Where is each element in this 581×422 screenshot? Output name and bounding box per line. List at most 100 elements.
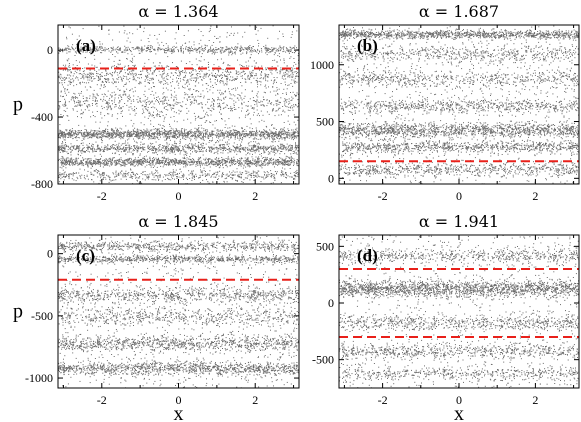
scatter-point [58,150,60,152]
scatter-point [118,59,120,61]
scatter-point [178,149,180,151]
scatter-point [241,131,243,133]
scatter-point [228,139,230,141]
scatter-point [221,75,223,77]
scatter-point [120,69,122,71]
scatter-point [180,73,181,75]
scatter-point [150,114,152,116]
scatter-point [264,133,266,135]
scatter-point [272,131,274,133]
scatter-point [250,73,252,75]
scatter-point [255,156,257,158]
scatter-point [188,46,190,48]
scatter-point [159,98,161,100]
scatter-point [98,77,100,78]
scatter-point [162,93,164,95]
scatter-point [127,65,129,67]
scatter-point [136,47,138,49]
scatter-point [78,48,80,50]
scatter-point [96,75,98,77]
scatter-point [83,47,85,49]
scatter-point [271,146,273,148]
scatter-point [127,132,129,134]
scatter-point [102,131,104,133]
scatter-point [146,135,148,137]
scatter-point [114,99,116,101]
scatter-point [95,66,97,68]
scatter-point [271,133,273,135]
scatter-point [195,99,197,101]
scatter-point [246,53,248,55]
scatter-point [208,108,210,110]
scatter-point [103,84,105,86]
scatter-point [63,134,65,136]
scatter-point [179,102,181,104]
scatter-point [84,67,86,69]
scatter-point [275,131,277,133]
scatter-point [73,132,75,134]
scatter-point [106,101,108,103]
scatter-point [105,146,107,148]
scatter-point [239,47,241,49]
scatter-point [150,143,152,145]
scatter-point [178,78,179,79]
scatter-point [201,145,203,147]
scatter-point [253,146,255,148]
scatter-point [241,99,243,101]
scatter-point [166,151,168,153]
scatter-point [170,97,172,99]
scatter-point [264,136,266,138]
scatter-point [256,80,258,82]
scatter-point [138,138,139,140]
scatter-point [174,87,176,89]
scatter-point [260,27,262,29]
scatter-point [189,137,191,139]
scatter-point [179,131,181,133]
scatter-point [244,89,246,91]
scatter-point [245,61,247,63]
scatter-point [100,164,102,166]
scatter-point [111,108,113,110]
scatter-point [92,115,94,116]
scatter-point [198,50,200,52]
scatter-point [99,130,101,132]
scatter-point [204,147,206,149]
scatter-point [136,151,138,153]
scatter-point [106,102,108,104]
scatter-point [245,114,247,116]
scatter-point [240,82,242,83]
scatter-point [67,136,69,138]
scatter-point [265,125,267,127]
scatter-point [270,150,272,152]
scatter-point [274,59,276,61]
scatter-point [251,47,252,49]
scatter-point [198,151,200,153]
scatter-point [260,155,262,157]
scatter-point [287,84,289,86]
scatter-point [227,108,229,109]
scatter-point [110,106,111,108]
scatter-point [267,148,269,149]
scatter-point [63,105,65,107]
scatter-point [209,150,210,152]
scatter-point [135,134,137,135]
scatter-point [103,107,105,109]
scatter-point [214,52,216,54]
scatter-point [273,150,275,152]
scatter-point [191,46,192,48]
scatter-point [180,70,182,72]
scatter-point [207,76,209,78]
scatter-point [253,131,255,133]
scatter-point [258,146,260,148]
scatter-point [170,147,172,149]
scatter-point [223,98,225,100]
scatter-point [270,132,272,134]
scatter-point [276,89,278,91]
scatter-point [273,136,275,137]
scatter-point [179,138,181,140]
scatter-point [71,97,73,99]
scatter-point [202,145,204,147]
scatter-point [200,147,202,149]
scatter-point [286,65,288,67]
scatter-point [223,61,225,63]
